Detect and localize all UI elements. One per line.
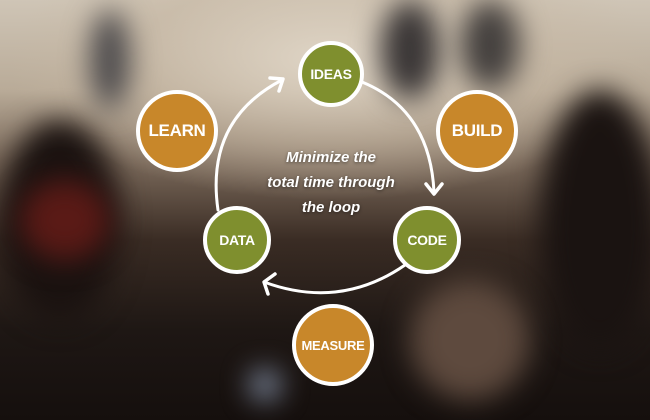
- background-blob: [540, 90, 650, 350]
- arrowhead-icon: [424, 182, 444, 196]
- background-blob: [90, 10, 130, 110]
- node-code: CODE: [393, 206, 461, 274]
- background-blob: [20, 180, 110, 260]
- caption-line: total time through: [267, 174, 395, 191]
- background-blob: [410, 280, 530, 400]
- background-blob: [460, 0, 520, 90]
- center-caption: Minimize the total time through the loop: [231, 145, 431, 220]
- node-build: BUILD: [436, 90, 518, 172]
- arrowhead-icon: [268, 76, 285, 93]
- node-data: DATA: [203, 206, 271, 274]
- node-code-label: CODE: [407, 232, 447, 248]
- node-measure-label: MEASURE: [301, 337, 365, 353]
- caption-line: the loop: [301, 199, 361, 216]
- arrowhead-icon: [262, 272, 277, 296]
- caption-line: Minimize the: [285, 149, 376, 166]
- arrow-code-to-data: [262, 263, 407, 295]
- node-data-label: DATA: [219, 232, 255, 248]
- background-blob: [380, 0, 440, 100]
- arrow-data-to-ideas: [214, 78, 284, 212]
- arrow-ideas-to-code: [360, 80, 436, 194]
- background-blob: [250, 370, 280, 400]
- node-build-label: BUILD: [451, 121, 503, 140]
- node-learn-label: LEARN: [148, 121, 206, 140]
- node-learn: LEARN: [136, 90, 218, 172]
- node-measure: MEASURE: [292, 304, 374, 386]
- node-ideas: IDEAS: [298, 41, 364, 107]
- node-ideas-label: IDEAS: [310, 66, 352, 82]
